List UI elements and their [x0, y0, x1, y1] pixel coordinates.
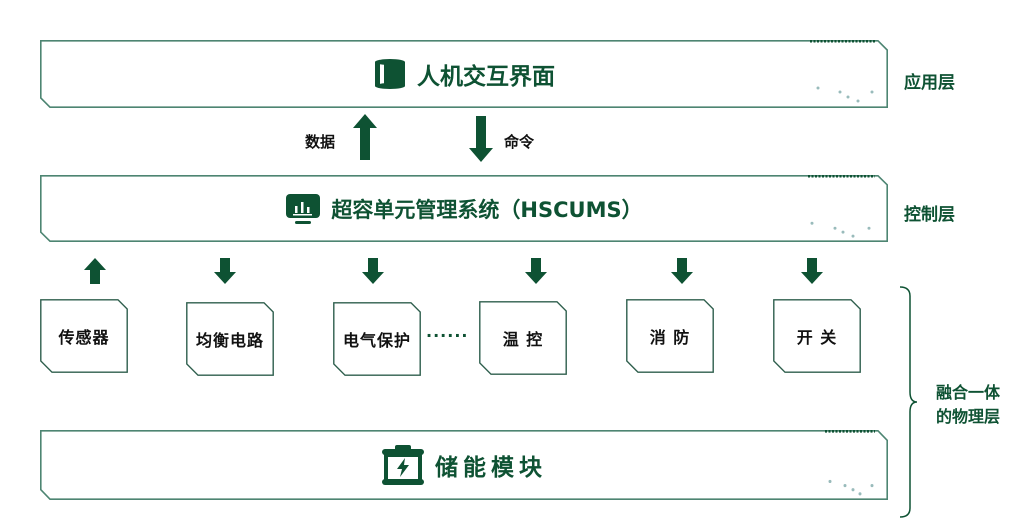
control-layer-box: 超容单元管理系统（HSCUMS） [40, 175, 888, 242]
ellipsis: ······ [426, 326, 469, 345]
control-layer-label: 控制层 [904, 205, 955, 225]
command-flow-label: 命令 [504, 133, 535, 151]
device-node-temperature: 温 控 [479, 301, 567, 375]
storage-module-title: 储能模块 [435, 455, 547, 481]
cylinder-panel-icon [375, 59, 405, 89]
application-layer-label: 应用层 [904, 73, 955, 93]
storage-module-box: 储能模块 [40, 430, 888, 500]
monitor-chart-icon [286, 193, 321, 224]
up-arrow-icon [84, 258, 106, 284]
physical-layer-label: 融合一体 的物理层 [936, 383, 1001, 426]
down-arrow-icon [214, 258, 236, 284]
control-layer-title: 超容单元管理系统（HSCUMS） [331, 197, 643, 222]
data-flow-label: 数据 [305, 133, 336, 151]
up-arrow-icon [353, 114, 377, 160]
device-node-balancing: 均衡电路 [186, 302, 274, 376]
down-arrow-icon [801, 258, 823, 284]
battery-icon [382, 445, 424, 485]
brace-icon [899, 286, 918, 518]
device-node-sensor: 传感器 [40, 299, 128, 373]
device-node-fire: 消 防 [626, 299, 714, 373]
application-layer-box: 人机交互界面 [40, 40, 888, 108]
down-arrow-icon [671, 258, 693, 284]
device-node-electrical-protection: 电气保护 [333, 302, 421, 376]
device-node-switch: 开 关 [773, 299, 861, 373]
down-arrow-icon [362, 258, 384, 284]
down-arrow-icon [525, 258, 547, 284]
down-arrow-icon [469, 116, 493, 162]
application-layer-title: 人机交互界面 [417, 64, 555, 90]
